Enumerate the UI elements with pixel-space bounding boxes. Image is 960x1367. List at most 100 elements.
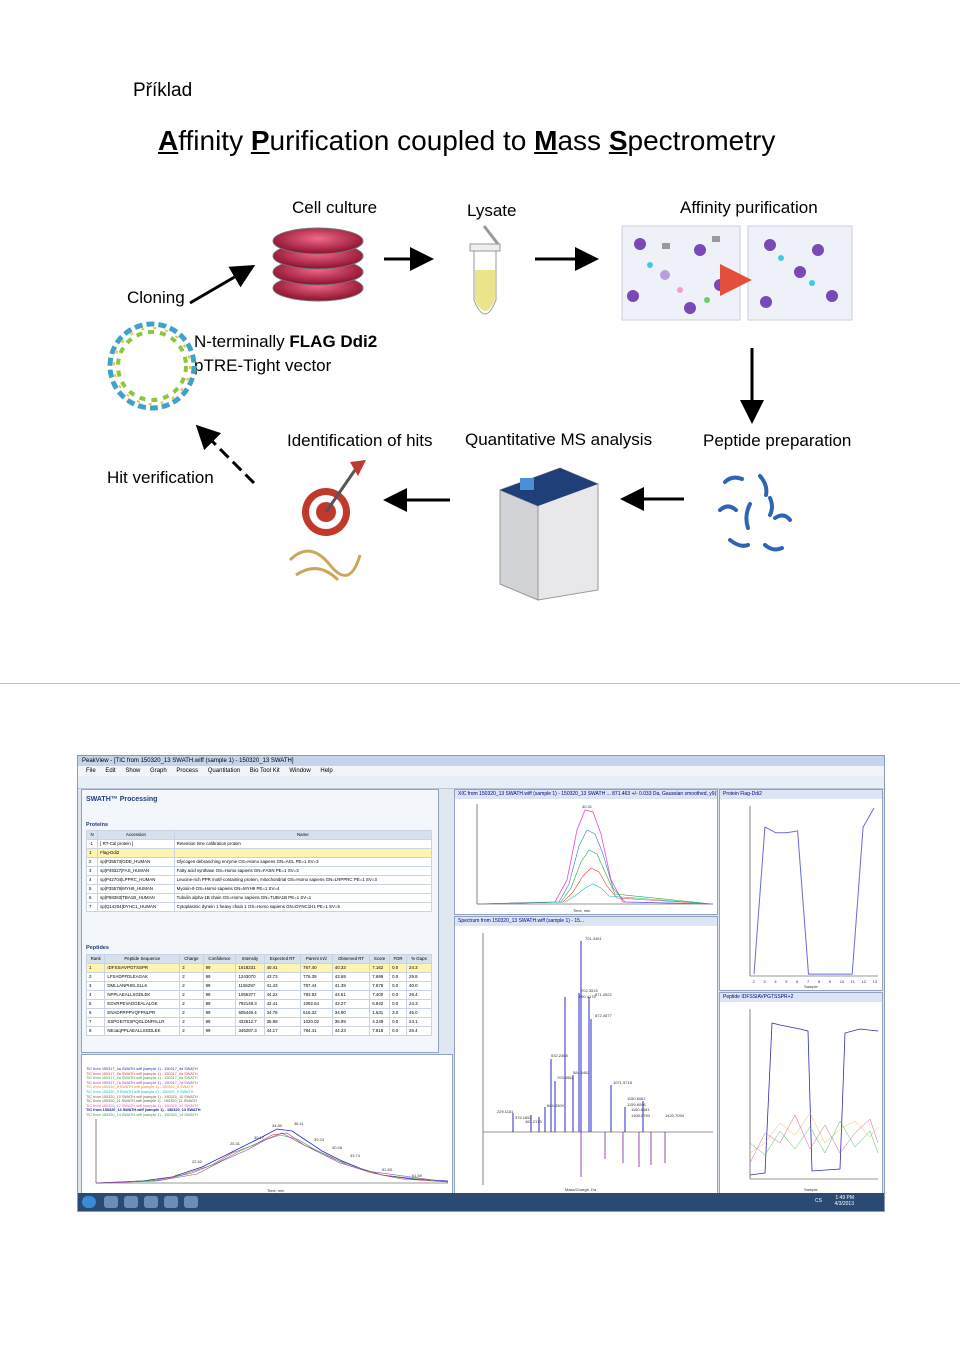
language-indicator[interactable]: CS: [815, 1198, 822, 1204]
spectrum-peak-label: 584.5462: [573, 1070, 590, 1075]
menu-graph[interactable]: Graph: [150, 768, 167, 774]
proteins-label: Proteins: [86, 822, 109, 828]
peptide-cell: 99: [202, 1026, 237, 1036]
peptide-col-header[interactable]: Intensity: [235, 954, 265, 964]
peptide-cell: 24.3: [406, 963, 432, 973]
window-title: PeakView - [TIC from 150320_13 SWATH.wif…: [78, 756, 884, 766]
peptide-col-header[interactable]: Observed RT: [331, 954, 371, 964]
col-accession[interactable]: Accession: [97, 830, 175, 840]
peptide-cell: 0.0: [389, 981, 408, 991]
menu-edit[interactable]: Edit: [105, 768, 116, 774]
protein-row[interactable]: -1[ RT-Cal protein ]Retention time calib…: [85, 839, 433, 849]
peptide-col-header[interactable]: Rank: [85, 954, 106, 964]
peptide-col-header[interactable]: Expected RT: [263, 954, 302, 964]
tic-legend-item[interactable]: TIC from 150320_8 SWATH.wiff (sample 1) …: [86, 1085, 194, 1090]
tic-peak-label: 34.80: [272, 1123, 283, 1128]
taskbar-app-1[interactable]: [104, 1196, 118, 1208]
area1-tick-label: 11: [851, 979, 856, 984]
area1-tick-label: 3: [763, 979, 766, 984]
tic-legend-item[interactable]: TIC from 150317_4a SWATH.wiff (sample 1)…: [86, 1067, 198, 1071]
tic-legend-item[interactable]: TIC from 150320_9 SWATH.wiff (sample 1) …: [86, 1089, 194, 1094]
menu-quantitation[interactable]: Quantitation: [207, 768, 241, 774]
peptide-cell: 44.17: [263, 1026, 302, 1036]
peptide-cell: 2: [179, 1008, 204, 1018]
area1-tick-label: 2: [753, 979, 756, 984]
peptide-cell: 44.51: [331, 990, 371, 1000]
protein-cell: Glycogen debranching enzyme OS=Homo sapi…: [173, 857, 433, 867]
spectrum-peak-label: 684.3309: [547, 1103, 564, 1108]
peptide-col-header[interactable]: % Gaps: [406, 954, 432, 964]
peptide-cell: 44.22: [263, 990, 302, 1000]
peptide-cell: 24.1: [406, 1017, 432, 1027]
peptide-col-header[interactable]: Peptide Sequence: [104, 954, 181, 964]
tic-legend-item[interactable]: TIC from 150317_7a SWATH.wiff (sample 1)…: [86, 1080, 198, 1085]
spectrum-peak-label: 1159.6096: [627, 1102, 646, 1107]
taskbar: 1:49 PM 4/3/2013 CS: [78, 1193, 884, 1211]
peptide-cell: 616.32: [300, 1008, 333, 1018]
menu-show[interactable]: Show: [125, 768, 141, 774]
peptide-col-header[interactable]: Score: [369, 954, 391, 964]
peptide-col-header[interactable]: Parent m/z: [300, 954, 333, 964]
peptide-col-header[interactable]: Charge: [179, 954, 204, 964]
peptide-cell: 3.0: [389, 1008, 408, 1018]
menu-file[interactable]: File: [86, 768, 96, 774]
tic-legend-item[interactable]: TIC from 150320_12 SWATH.wiff (sample 1)…: [86, 1103, 198, 1108]
peakview-screenshot: PeakView - [TIC from 150320_13 SWATH.wif…: [77, 755, 885, 1212]
protein-cell: Retention time calibration protein: [173, 839, 433, 849]
col-n[interactable]: N: [85, 830, 99, 840]
menu-bio-tool-kit[interactable]: Bio Tool Kit: [249, 768, 280, 774]
peptide-cell: 345287.3: [235, 1026, 265, 1036]
taskbar-app-3[interactable]: [144, 1196, 158, 1208]
peptide-cell: 29.8: [406, 972, 432, 982]
page-title: Affinity Purification coupled to Mass Sp…: [158, 125, 776, 156]
label-affinity: Affinity purification: [680, 198, 818, 217]
peptide-cell: 0.0: [389, 999, 408, 1009]
taskbar-clock[interactable]: 1:49 PM 4/3/2013: [834, 1195, 854, 1207]
tic-legend-item[interactable]: TIC from 150320_11 SWATH.wiff (sample 1)…: [86, 1099, 197, 1104]
menu-window[interactable]: Window: [289, 768, 311, 774]
peptide-cell: 1618231: [235, 963, 265, 973]
tic-legend-item[interactable]: TIC from 150320_10 SWATH.wiff (sample 1)…: [86, 1094, 198, 1099]
taskbar-app-5[interactable]: [184, 1196, 198, 1208]
protein-cell: -1: [85, 839, 99, 849]
tic-legend-item[interactable]: TIC from 150317_6a SWATH.wiff (sample 1)…: [86, 1076, 198, 1081]
tic-legend-item[interactable]: TIC from 150320_14 SWATH.wiff (sample 1)…: [86, 1112, 198, 1117]
menu-help[interactable]: Help: [320, 768, 333, 774]
protein-cell: sp|P68363|TBA1B_HUMAN: [97, 893, 175, 903]
start-button[interactable]: [82, 1196, 96, 1208]
peptide-col-header[interactable]: Confidence: [202, 954, 237, 964]
peptide-cell: 4.249: [369, 1017, 391, 1027]
tic-panel: TIC from 150317_4a SWATH.wiff (sample 1)…: [81, 1054, 453, 1194]
protein-cell: 6: [85, 893, 99, 903]
menu-process[interactable]: Process: [176, 768, 199, 774]
protein-cell: 3: [85, 866, 99, 876]
col-name[interactable]: Name: [173, 830, 433, 840]
taskbar-app-4[interactable]: [164, 1196, 178, 1208]
tic-peak-label: 52.83: [382, 1167, 393, 1172]
tic-legend-item[interactable]: TIC from 150320_13 SWATH.wiff (sample 1)…: [86, 1108, 201, 1113]
peptide-cell: 99: [202, 972, 237, 982]
affinity-purification-icon: [621, 225, 853, 321]
peptide-cell: 792149.3: [235, 999, 265, 1009]
taskbar-app-2[interactable]: [124, 1196, 138, 1208]
tic-legend-item[interactable]: TIC from 150317_5a SWATH.wiff (sample 1)…: [86, 1071, 198, 1076]
protein-cell: Myosin-9 OS=Homo sapiens GN=MYH9 PE=1 SV…: [173, 884, 433, 894]
peptide-col-header[interactable]: FDR: [389, 954, 408, 964]
peptide-cell: 43.73: [263, 972, 302, 982]
